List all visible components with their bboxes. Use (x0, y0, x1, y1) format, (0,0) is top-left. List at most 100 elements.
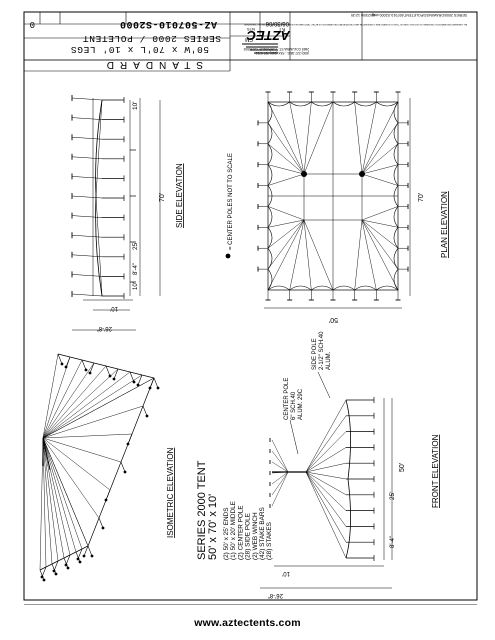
scallop (267, 185, 273, 207)
roof-seam (42, 356, 71, 439)
side-dim-mid: 25' (132, 242, 139, 250)
roof-seam (267, 122, 305, 175)
center-poles-note: = CENTER POLES NOT TO SCALE (228, 153, 234, 250)
checked-by-value: CM (245, 36, 253, 42)
center-pole-callout-3: ALUM. 29C (298, 388, 304, 420)
roof-seam (42, 433, 133, 439)
stake (60, 362, 64, 366)
roof-ridge (95, 99, 103, 297)
roof-seam (42, 437, 77, 553)
roof-seam (305, 471, 347, 511)
side-pole (83, 545, 89, 557)
date-value: 06/30/06 (265, 20, 289, 26)
center-pole-marker (359, 171, 365, 177)
drawing-number: AZ-507010-S2000 (119, 18, 217, 29)
side-pole (41, 566, 47, 578)
guy-line (71, 234, 103, 238)
stake (84, 368, 88, 372)
roof-seam (361, 173, 399, 186)
roof-seam (361, 219, 399, 228)
roof-seam (267, 101, 305, 175)
standard-label: STANDARD (101, 59, 203, 70)
side-elevation-labels: 10' 25' 8'-4" 10' 70' 10' 26'-8" SIDE EL… (97, 102, 184, 331)
isometric-elevation (39, 353, 160, 582)
scallop (393, 185, 399, 207)
guy-line (271, 471, 289, 507)
scallop (393, 164, 399, 186)
guy-line (271, 450, 289, 473)
stake (54, 572, 58, 576)
aztec-logo-icon (242, 43, 278, 54)
plan-dim-width: 50' (329, 316, 338, 323)
stake (101, 526, 105, 530)
side-pole (153, 377, 159, 389)
roof-seam (361, 219, 399, 270)
spec-part-item: (1) 50' x 20' MIDDLE (230, 501, 237, 560)
front-dim-overall: 50' (399, 463, 406, 472)
scallop (393, 122, 399, 144)
side-pole (65, 356, 71, 368)
stake (136, 383, 140, 387)
scallop (393, 248, 399, 270)
roof-seam (354, 219, 363, 291)
stake (108, 374, 112, 378)
front-dim-stake: 26'-8" (268, 592, 283, 598)
plan-elevation (257, 91, 411, 309)
side-pole (113, 368, 119, 380)
roof-seam (305, 471, 347, 527)
guy-line (271, 439, 289, 473)
stake (156, 386, 160, 390)
roof-seam (267, 219, 305, 291)
side-dim-low: 8'-4" (133, 263, 139, 275)
revision-number: 0 (30, 19, 35, 29)
roof-seam (42, 371, 131, 439)
roof-seam (267, 219, 305, 228)
scallop (267, 122, 273, 144)
scallop (311, 101, 334, 107)
guy-line (71, 156, 103, 160)
guy-line (71, 215, 103, 218)
scallop (267, 248, 273, 270)
roof-seam (267, 206, 305, 221)
side-pole (77, 548, 83, 560)
center-pole (42, 437, 51, 471)
tent-spec: SERIES 2000 TENT 50' x 70' x 10' (2) 50'… (196, 460, 273, 560)
side-pole (105, 365, 111, 377)
roof-seam (289, 219, 305, 291)
spec-part-item: (2) 50' x 25' ENDS (223, 507, 230, 560)
roof-seam (361, 143, 399, 175)
stake (123, 470, 127, 474)
footer-url: www.aztectents.com (194, 617, 301, 629)
roof-seam (267, 143, 305, 175)
side-pole (87, 545, 93, 557)
roof-seam (42, 437, 53, 565)
isometric-elevation-label: ISOMETRIC ELEVATION (166, 447, 175, 538)
eave-line (39, 353, 155, 571)
scallop (289, 101, 312, 107)
roof-seam (305, 447, 347, 473)
side-dim-overall: 70' (159, 193, 166, 202)
tent-size: 50' x 70' x 10' (207, 494, 219, 560)
side-pole (53, 560, 59, 572)
front-dim-mid: 25' (389, 492, 396, 500)
stake (78, 560, 82, 564)
roof-seam (361, 164, 399, 175)
side-pole (57, 353, 63, 365)
scallop (267, 227, 273, 249)
footer-divider (24, 604, 477, 605)
sheet-border (23, 11, 478, 601)
roof-seam (42, 437, 59, 562)
side-pole-callout-1: SIDE POLE (312, 338, 318, 370)
stake (90, 554, 94, 558)
side-pole (51, 563, 57, 575)
scallop (393, 268, 399, 291)
scallop (311, 285, 334, 291)
isometric-labels: ISOMETRIC ELEVATION (166, 447, 175, 538)
roof-seam (361, 101, 399, 175)
scallop (267, 268, 273, 291)
scallop (354, 101, 377, 107)
roof-seam (303, 219, 334, 291)
side-pole (89, 362, 95, 374)
scallop (376, 101, 399, 107)
scallop (393, 206, 399, 228)
